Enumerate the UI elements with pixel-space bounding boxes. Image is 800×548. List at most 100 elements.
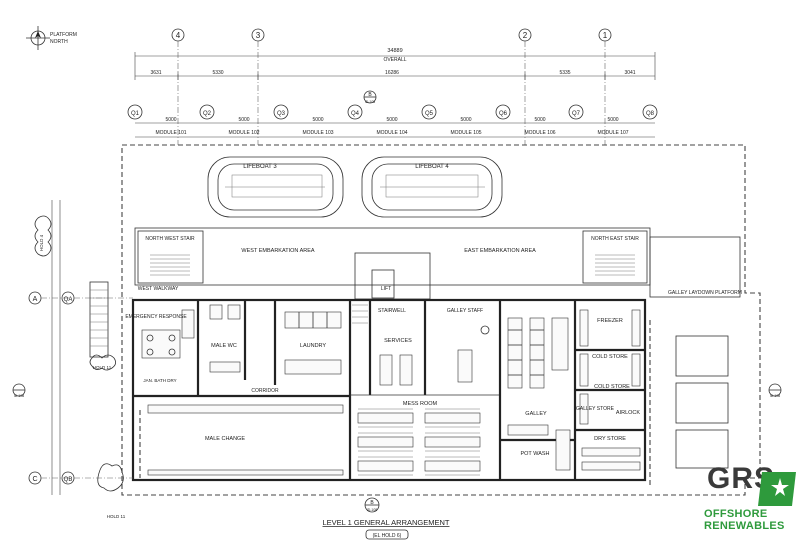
module-width-1: 5000 (165, 117, 176, 123)
dim-seg-mid2: 5335 (559, 70, 570, 76)
dry-store-shelves (581, 447, 641, 471)
west-stair-ladder (89, 281, 109, 358)
pot-wash-sinks (507, 424, 571, 471)
dim-seg-mid1: 5330 (212, 70, 223, 76)
lift-shaft (371, 269, 395, 299)
embarkation-band (134, 227, 651, 286)
room-north-east-stair: NORTH EAST STAIR (591, 236, 639, 242)
section-bottom-letter: B (370, 500, 374, 506)
overall-dim-label: OVERALL (383, 57, 406, 63)
grid-q4: Q4 (351, 111, 360, 117)
room-male-wc: MALE WC (211, 343, 237, 349)
section-marker-bottom-icon (364, 497, 380, 513)
hold-11-cloud-lower (97, 463, 124, 492)
hold-11-lower-label: HOLD 11 (107, 514, 126, 519)
module-width-4: 5000 (386, 117, 397, 123)
stair-treads-nw (150, 254, 190, 276)
overall-dim-value: 34889 (387, 48, 402, 54)
lifeboat-3-label: LIFEBOAT 3 (243, 164, 277, 170)
grid-top-4: 4 (176, 31, 181, 40)
module-width-5: 5000 (460, 117, 471, 123)
north-west-stair-box (137, 230, 204, 284)
stair-core (354, 252, 431, 300)
grid-top-1: 1 (603, 31, 608, 40)
north-east-stair-box (582, 230, 648, 284)
module-width-6: 5000 (534, 117, 545, 123)
grid-q3: Q3 (277, 111, 286, 117)
room-stairwell: STAIRWELL (378, 308, 406, 314)
module-width-3: 5000 (312, 117, 323, 123)
grid-q2: Q2 (203, 111, 212, 117)
room-corridor: CORRIDOR (251, 388, 279, 394)
grid-q8: Q8 (646, 111, 655, 117)
grid-left-qa: QA (64, 297, 73, 303)
room-cold-store-1: COLD STORE (592, 354, 628, 360)
laydown-containers (649, 320, 729, 488)
module-104: MODULE 104 (376, 130, 407, 136)
hold-4-cloud (34, 215, 52, 257)
module-102: MODULE 102 (228, 130, 259, 136)
room-west-embarkation: WEST EMBARKATION AREA (241, 248, 314, 254)
grid-left-c: C (32, 476, 37, 483)
section-marker-top-icon (363, 90, 377, 104)
hold-4-label: HOLD 4 (39, 234, 44, 251)
room-galley: GALLEY (525, 411, 547, 417)
grid-top-3: 3 (256, 31, 261, 40)
north-label-2: NORTH (50, 39, 68, 45)
mess-room-tables (357, 408, 481, 476)
module-107: MODULE 107 (597, 130, 628, 136)
module-width-2: 5000 (238, 117, 249, 123)
section-top-letter: B (368, 92, 372, 98)
dim-seg-right: 3041 (624, 70, 635, 76)
room-galley-laydown: GALLEY LAYDOWN PLATFORM (668, 290, 742, 296)
module-101: MODULE 101 (155, 130, 186, 136)
dim-seg-left: 3631 (150, 70, 161, 76)
grid-q6: Q6 (499, 111, 508, 117)
stairwell-treads (352, 304, 368, 324)
galley-laydown-platform (649, 236, 741, 298)
galley-counters (507, 317, 569, 389)
room-cold-store-2: COLD STORE (594, 384, 630, 390)
grs-logo-sub1: OFFSHORE (704, 508, 768, 520)
module-105: MODULE 105 (450, 130, 481, 136)
lifeboat-4 (361, 156, 503, 218)
grid-top-2: 2 (523, 31, 528, 40)
room-galley-store: GALLEY STORE (576, 406, 615, 412)
room-galley-staff: GALLEY STAFF (447, 308, 483, 314)
room-laundry: LAUNDRY (300, 343, 327, 349)
lifeboat-3 (207, 156, 344, 218)
grid-left-qb: QB (64, 477, 73, 483)
galley-staff-counter (457, 325, 490, 383)
dimension-lines (134, 52, 656, 138)
hold-11-upper-label: HOLD 11 (93, 365, 112, 370)
laundry-machines (284, 311, 342, 375)
module-width-7: 5000 (607, 117, 618, 123)
module-106: MODULE 106 (524, 130, 555, 136)
section-left-ref: ID-108 (14, 394, 25, 398)
section-marker-right-icon (768, 383, 782, 397)
room-mess-room: MESS ROOM (403, 401, 438, 407)
top-grid-markers (171, 28, 612, 145)
room-lift: LIFT (381, 286, 391, 292)
west-stair-treads (90, 289, 108, 347)
grid-q7: Q7 (572, 111, 581, 117)
north-label-1: PLATFORM (50, 32, 77, 38)
male-wc-fixtures (209, 304, 241, 373)
room-freezer: FREEZER (597, 318, 623, 324)
drawing-title: LEVEL 1 GENERAL ARRANGEMENT (323, 518, 450, 527)
room-pot-wash: POT WASH (520, 451, 549, 457)
lifeboat-4-label: LIFEBOAT 4 (415, 164, 449, 170)
grid-q5: Q5 (425, 111, 434, 117)
section-marker-left-icon (12, 383, 26, 397)
grid-left-a: A (33, 296, 38, 303)
north-arrow-icon (26, 26, 50, 50)
room-airlock: AIRLOCK (616, 410, 640, 416)
room-services: SERVICES (384, 338, 412, 344)
module-103: MODULE 103 (302, 130, 333, 136)
room-emergency-response: EMERGENCY RESPONSE (125, 314, 187, 320)
room-male-change: MALE CHANGE (205, 436, 245, 442)
emergency-response-furniture (141, 309, 195, 359)
drawing-title-ref: (EL HOLD 6) (373, 533, 402, 539)
platform-boundary (121, 144, 761, 496)
